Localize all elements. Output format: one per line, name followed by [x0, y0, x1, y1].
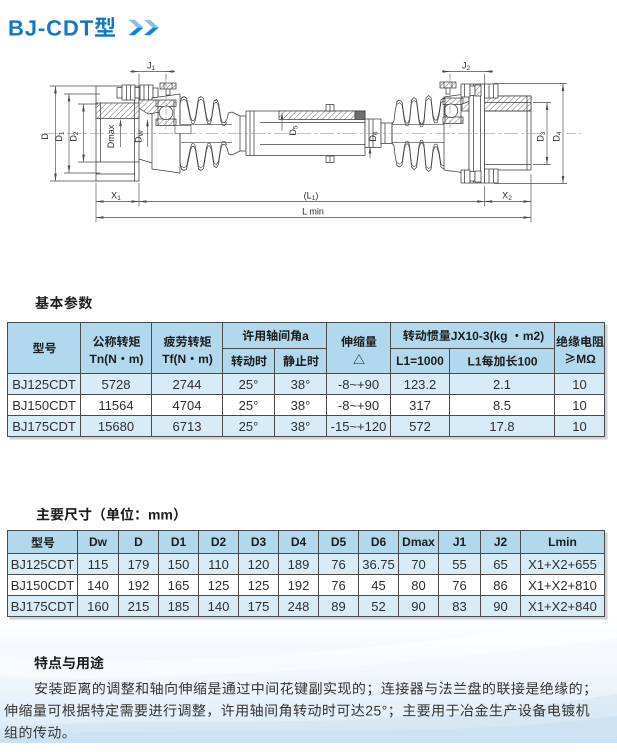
svg-text:J2: J2	[462, 61, 471, 73]
svg-text:D2: D2	[69, 131, 81, 142]
svg-text:D1: D1	[54, 131, 66, 142]
svg-text:(L1): (L1)	[304, 191, 319, 203]
svg-text:D5: D5	[288, 125, 300, 136]
svg-text:L min: L min	[302, 207, 324, 217]
svg-text:X2: X2	[502, 191, 512, 203]
svg-text:D3: D3	[536, 131, 548, 142]
svg-text:J1: J1	[147, 61, 156, 73]
svg-text:D: D	[40, 133, 50, 140]
svg-text:Dmax: Dmax	[106, 124, 116, 148]
svg-text:D6: D6	[368, 131, 380, 142]
svg-text:DW: DW	[134, 129, 146, 143]
svg-text:D4: D4	[552, 131, 564, 142]
svg-text:X1: X1	[111, 191, 121, 203]
